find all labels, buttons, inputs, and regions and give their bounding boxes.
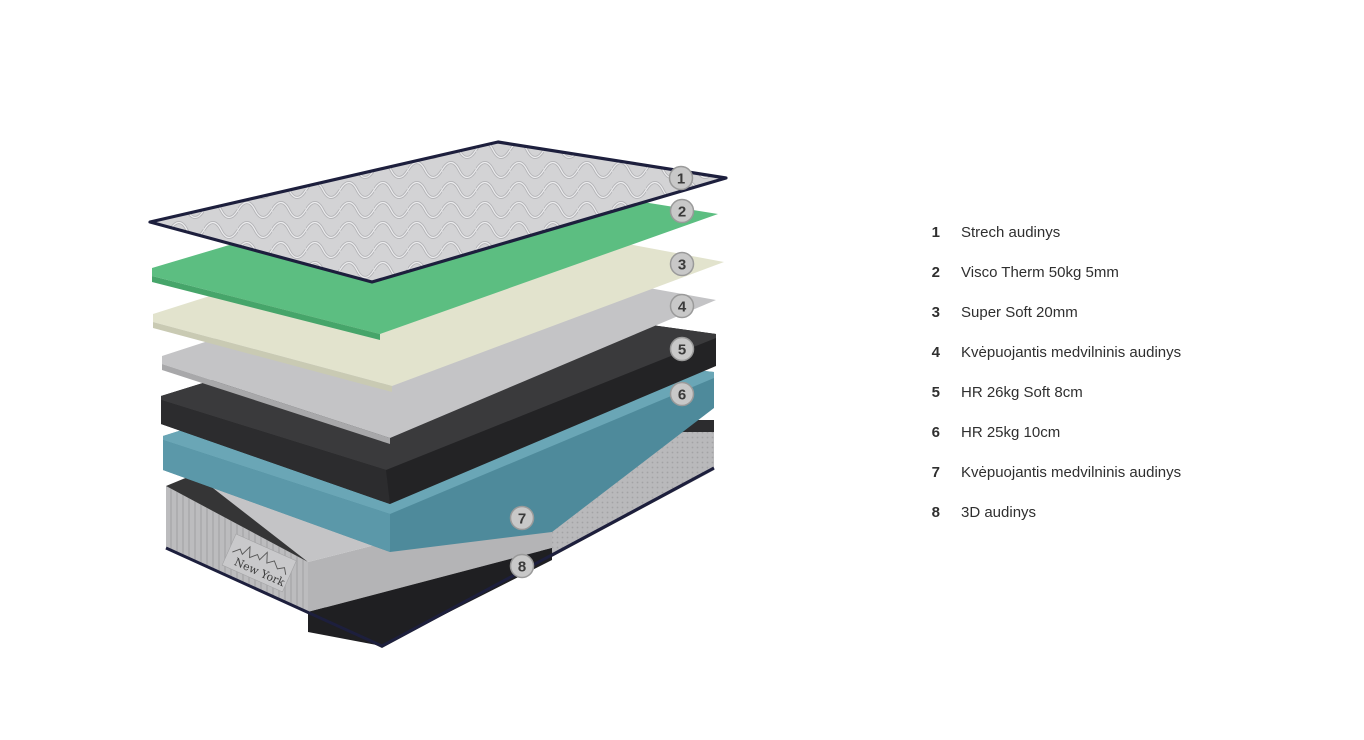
layer-6-front [163,440,390,552]
layer-8-bottom-strip [308,548,552,646]
layer-8-piping [165,466,715,648]
badge-6-number: 6 [678,387,686,404]
badge-4: 4 [669,293,695,319]
badge-5: 5 [669,336,695,362]
layer-1-stretch [148,140,728,284]
legend-label: Strech audinys [961,223,1061,241]
layer-2-edge [152,276,380,340]
layer-1-piping [148,140,728,284]
legend-number: 4 [931,343,940,361]
legend-item-8: 8 3D audinys [924,492,1181,532]
legend-item-3: 3 Super Soft 20mm [924,292,1181,332]
badge-3-number: 3 [678,257,686,274]
layer-legend: 1 Strech audinys 2 Visco Therm 50kg 5mm … [924,212,1181,532]
legend-label: HR 26kg Soft 8cm [961,383,1083,401]
layer-3-edge [153,322,392,392]
layer-5-front [161,400,390,504]
skyline-icon [232,545,287,575]
badge-2-number: 2 [678,204,686,221]
legend-item-5: 5 HR 26kg Soft 8cm [924,372,1181,412]
mattress-illustration: New York [148,140,728,648]
badge-5-number: 5 [678,342,686,359]
badge-1: 1 [668,165,694,191]
badge-7-number: 7 [518,511,526,528]
legend-item-7: 7 Kvėpuojantis medvilninis audinys [924,452,1181,492]
legend-label: HR 25kg 10cm [961,423,1061,441]
badge-3: 3 [669,251,695,277]
legend-number: 6 [931,423,940,441]
legend-number: 1 [931,223,940,241]
legend-number: 5 [931,383,940,401]
layer-8-inner-corner [166,472,308,562]
badge-4-number: 4 [678,299,687,316]
legend-number: 3 [931,303,940,321]
brand-label-patch [221,533,297,593]
badge-8-number: 8 [518,559,526,576]
legend-label: Visco Therm 50kg 5mm [961,263,1119,281]
legend-label: Super Soft 20mm [961,303,1078,321]
legend-number: 2 [931,263,940,281]
badge-7: 7 [509,505,535,531]
legend-label: Kvėpuojantis medvilninis audinys [961,343,1182,361]
badge-2: 2 [669,198,695,224]
badge-6: 6 [669,381,695,407]
layer-8-back-wall [552,420,714,555]
legend-item-2: 2 Visco Therm 50kg 5mm [924,252,1181,292]
legend-item-6: 6 HR 25kg 10cm [924,412,1181,452]
legend-number: 8 [931,503,940,521]
legend-number: 7 [931,463,940,481]
legend-item-4: 4 Kvėpuojantis medvilninis audinys [924,332,1181,372]
legend-label: 3D audinys [961,503,1037,521]
layer-4-edge [162,364,390,444]
badge-1-number: 1 [677,171,685,188]
legend-item-1: 1 Strech audinys [924,212,1181,252]
legend-label: Kvėpuojantis medvilninis audinys [961,463,1182,481]
layer-1-top [150,142,726,282]
badge-8: 8 [509,553,535,579]
